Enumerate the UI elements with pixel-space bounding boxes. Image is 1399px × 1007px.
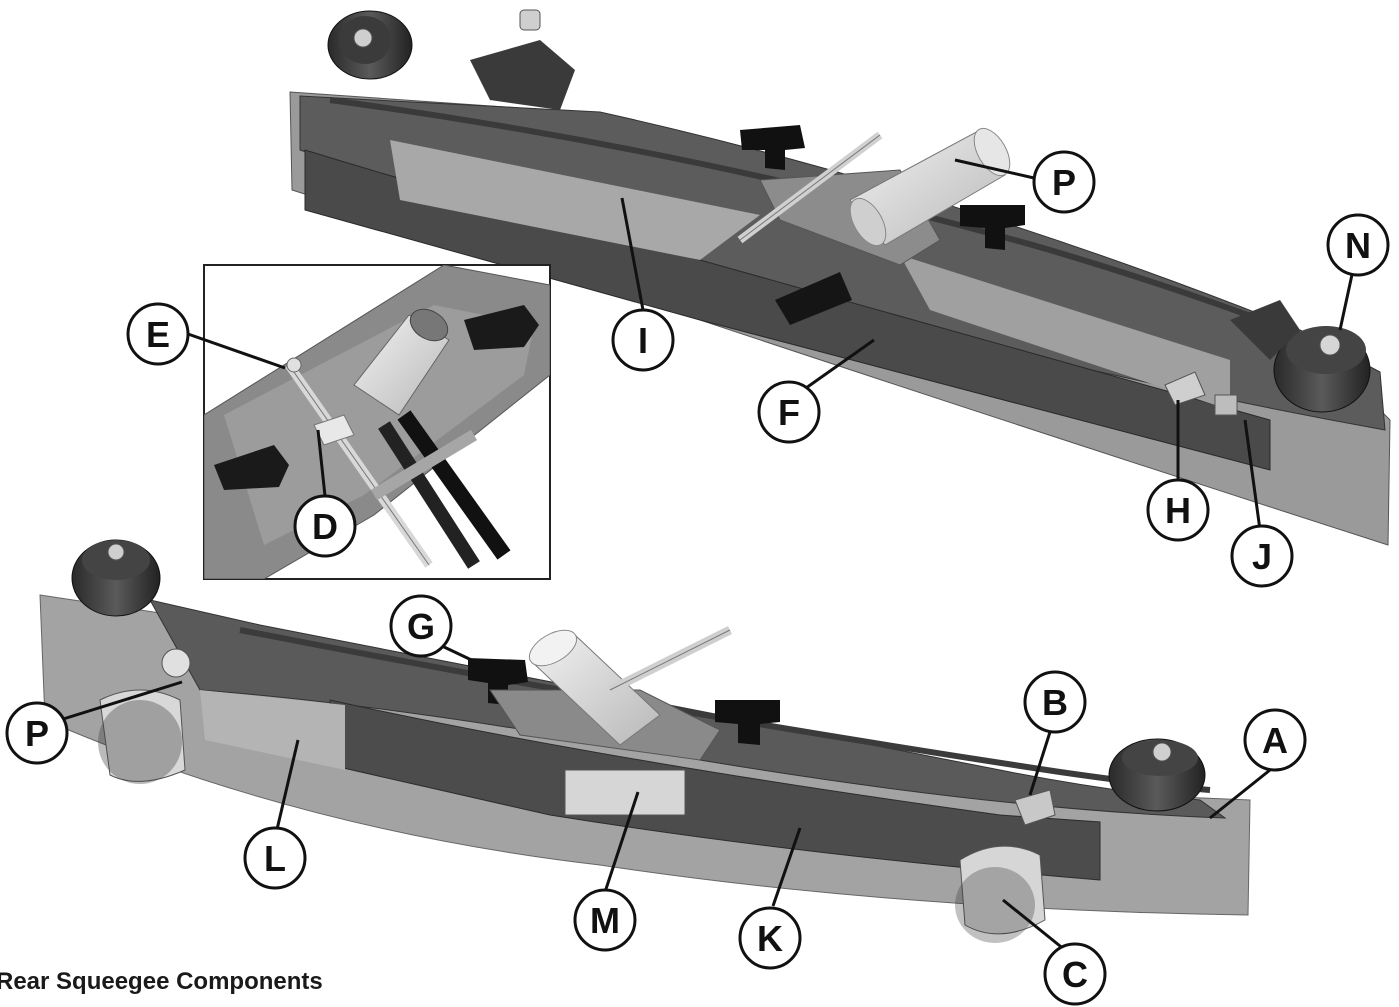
callout-K: K — [738, 906, 802, 970]
callout-A-label: A — [1262, 720, 1288, 761]
top-knob-left — [740, 125, 805, 170]
callout-L: L — [243, 826, 307, 890]
callout-F: F — [757, 380, 821, 444]
figure-caption: Rear Squeegee Components — [0, 968, 323, 995]
callout-I: I — [611, 308, 675, 372]
callout-P-bottom-label: P — [25, 713, 49, 754]
callout-N: N — [1326, 213, 1390, 277]
bottom-front-blade — [329, 699, 1101, 881]
callout-C: C — [1043, 942, 1107, 1006]
bottom-knob-right — [715, 700, 780, 745]
callout-I-label: I — [638, 320, 648, 361]
top-vacuum-tube — [849, 127, 1011, 247]
detail-inset — [203, 264, 551, 580]
callout-P-top-label: P — [1052, 162, 1076, 203]
inset-knob-left — [214, 445, 289, 490]
callout-M: M — [573, 888, 637, 952]
inset-knob-right — [464, 305, 539, 350]
callout-J: J — [1230, 524, 1294, 588]
bottom-knob-left — [468, 658, 528, 705]
top-right-wheel — [1273, 326, 1371, 413]
callout-F-label: F — [778, 392, 800, 433]
callout-M-label: M — [590, 900, 620, 941]
callout-G-label: G — [407, 606, 435, 647]
callout-C-label: C — [1062, 954, 1088, 995]
callout-E: E — [126, 302, 190, 366]
callout-B-label: B — [1042, 682, 1068, 723]
callout-H-label: H — [1165, 490, 1191, 531]
top-squeegee-assembly — [289, 9, 1391, 546]
callout-E-label: E — [146, 314, 170, 355]
bottom-left-caster — [98, 648, 191, 784]
callout-K-label: K — [757, 918, 783, 959]
callout-A: A — [1243, 708, 1307, 772]
top-center-panel — [390, 140, 760, 260]
bottom-right-wheel — [1108, 738, 1206, 812]
top-knob-right — [960, 205, 1025, 250]
callout-J-label: J — [1252, 536, 1272, 577]
callout-D: D — [293, 494, 357, 558]
bottom-left-wheel — [71, 539, 161, 617]
leader-lines — [59, 158, 1355, 952]
bottom-squeegee-assembly — [39, 539, 1251, 943]
top-left-wheel — [327, 10, 413, 80]
callout-L-label: L — [264, 838, 286, 879]
bottom-right-caster — [955, 789, 1056, 943]
inset-vacuum-tube — [353, 308, 450, 416]
callout-P-bottom: P — [5, 701, 69, 765]
callout-B: B — [1023, 670, 1087, 734]
callout-P-top: P — [1032, 150, 1096, 214]
callout-H: H — [1146, 478, 1210, 542]
callout-D-label: D — [312, 506, 338, 547]
callout-G: G — [389, 594, 453, 658]
bottom-vacuum-tube — [528, 629, 661, 746]
callout-N-label: N — [1345, 225, 1371, 266]
